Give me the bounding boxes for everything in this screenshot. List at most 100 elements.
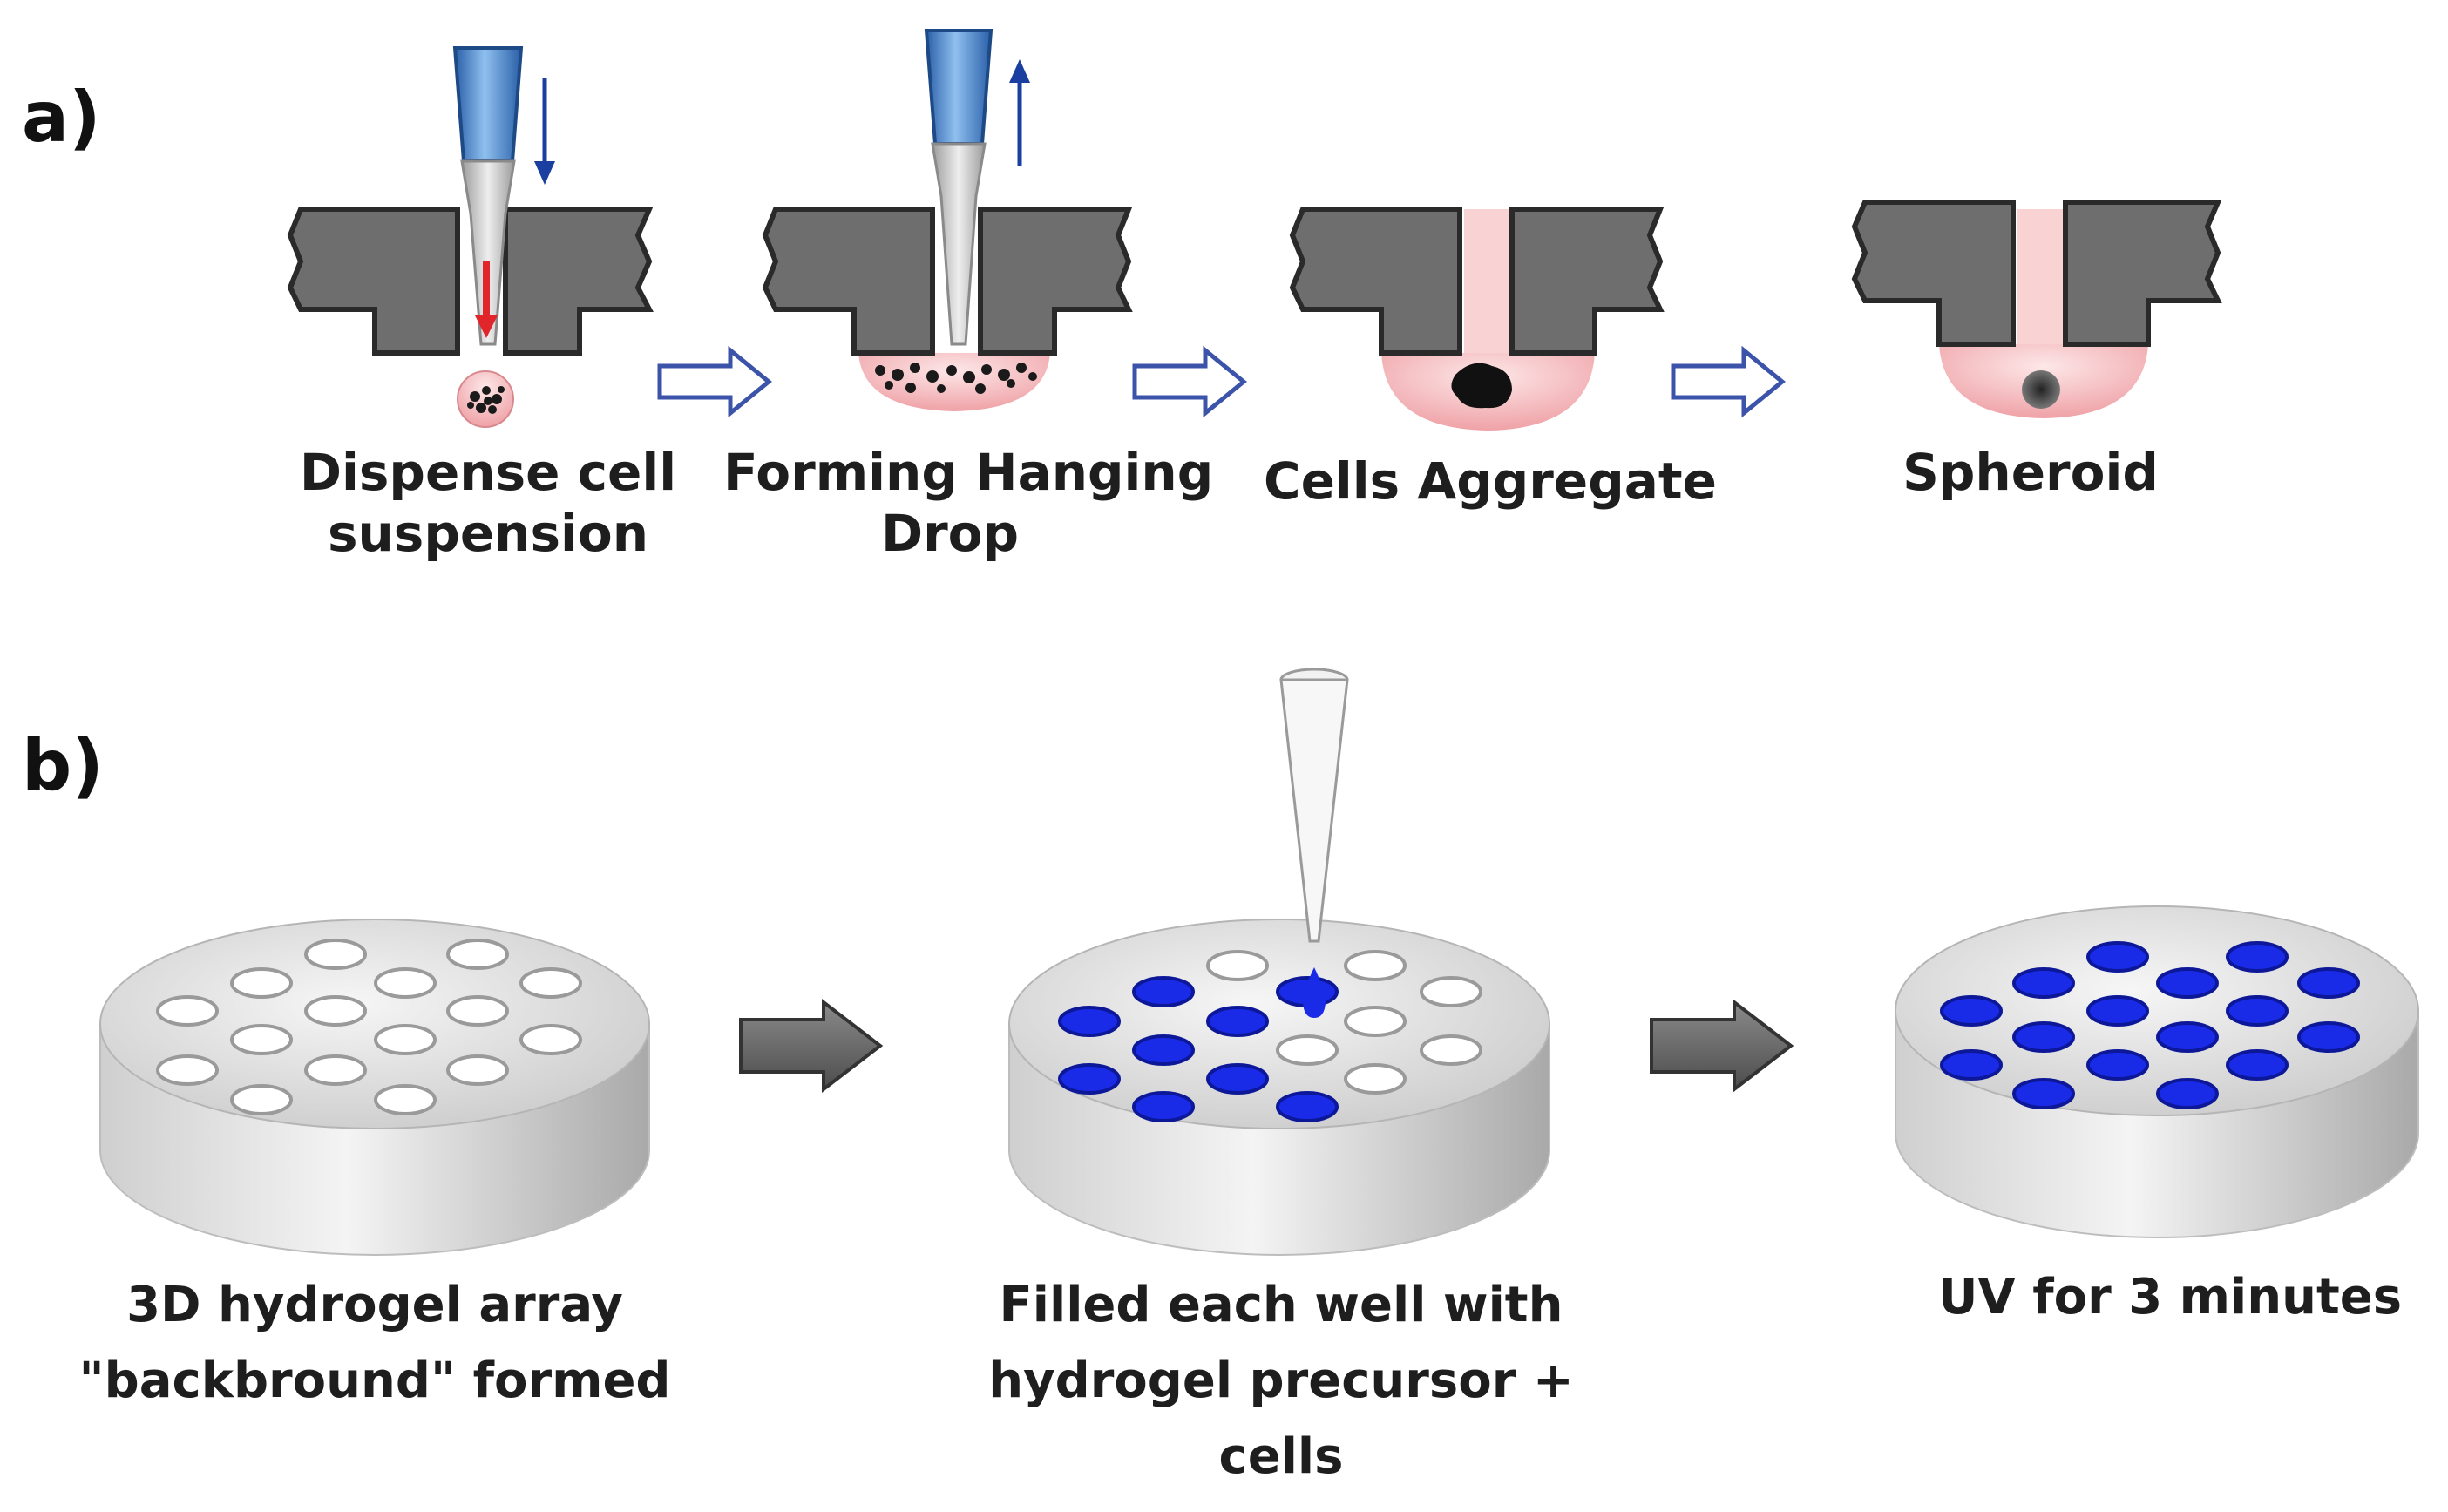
- empty-well: [230, 1084, 293, 1115]
- empty-well: [374, 967, 437, 999]
- empty-well: [1344, 1006, 1407, 1037]
- filled-well: [2226, 941, 2289, 973]
- plate-left-block: [287, 207, 460, 356]
- filled-well: [1940, 995, 2003, 1027]
- empty-well: [304, 939, 367, 970]
- caption-line: "backbround" formed: [78, 1352, 671, 1409]
- step-a2-hanging-drop-graphic: [762, 29, 1133, 411]
- empty-well: [1276, 1034, 1339, 1066]
- filled-well: [2012, 1078, 2075, 1109]
- step-a1-caption: Dispense cell suspension: [288, 443, 688, 564]
- empty-well: [446, 939, 509, 970]
- dispensed-cells: [467, 386, 505, 414]
- filled-well: [1058, 1006, 1121, 1037]
- empty-well: [1420, 1034, 1482, 1066]
- empty-well: [374, 1084, 437, 1115]
- empty-well: [156, 995, 219, 1027]
- filled-well: [1940, 1049, 2003, 1081]
- gray-arrow-icon: [739, 998, 884, 1094]
- caption-line: Drop: [880, 503, 1020, 563]
- empty-well: [1344, 1063, 1407, 1095]
- open-arrow-icon: [657, 345, 772, 418]
- filled-well: [1058, 1063, 1121, 1095]
- plate-left-block: [1289, 207, 1462, 356]
- filled-well: [2086, 995, 2149, 1027]
- plate-left-block: [762, 207, 935, 356]
- pipette-tip: [460, 159, 516, 346]
- panel-b-label: b): [22, 725, 104, 806]
- empty-well: [304, 1054, 367, 1086]
- filled-well: [1132, 976, 1195, 1007]
- spheroid: [2022, 370, 2060, 409]
- step-a4-spheroid-graphic: [1851, 200, 2222, 418]
- caption-line: Dispense cell: [299, 443, 677, 502]
- pipette-barrel: [452, 46, 524, 163]
- empty-well: [446, 1054, 509, 1086]
- step-b3-caption: UV for 3 minutes: [1909, 1268, 2431, 1326]
- open-arrow-icon: [1671, 345, 1786, 418]
- cell-aggregate: [1451, 363, 1512, 409]
- plate-left-block: [1851, 200, 2016, 347]
- caption-line: hydrogel precursor +: [988, 1352, 1574, 1409]
- channel-media: [2017, 209, 2065, 344]
- pipette-tip: [931, 142, 987, 346]
- step-a1-dispense-graphic: [287, 46, 654, 428]
- step-a4-caption: Spheroid: [1848, 443, 2214, 504]
- caption-line: cells: [1218, 1427, 1344, 1485]
- blue-drop-icon: [1303, 967, 1326, 1018]
- empty-well: [1344, 950, 1407, 981]
- empty-well: [230, 967, 293, 999]
- plate-right-block: [503, 207, 654, 356]
- hydrogel-disk-filling: [1008, 668, 1550, 1256]
- step-b2-caption: Filled each well with hydrogel precursor…: [967, 1268, 1595, 1495]
- panel-a-label: a): [22, 77, 101, 158]
- empty-well: [446, 995, 509, 1027]
- step-b1-caption: 3D hydrogel array "backbround" formed: [61, 1268, 688, 1420]
- caption-line: Forming Hanging: [723, 443, 1214, 502]
- filled-well: [2297, 967, 2360, 999]
- step-a3-caption: Cells Aggregate: [1264, 451, 1717, 512]
- scattered-cells: [875, 363, 1037, 394]
- empty-well: [156, 1054, 219, 1086]
- filled-well: [2086, 1049, 2149, 1081]
- filled-well: [2156, 1021, 2219, 1053]
- channel-media: [1464, 209, 1512, 353]
- empty-well: [374, 1024, 437, 1055]
- caption-line: Cells Aggregate: [1264, 451, 1717, 511]
- empty-well: [519, 1024, 582, 1055]
- caption-line: UV for 3 minutes: [1937, 1269, 2403, 1326]
- step-a3-aggregate-graphic: [1289, 207, 1665, 431]
- plate-right-block: [2063, 200, 2222, 347]
- hydrogel-disk-empty: [99, 919, 650, 1256]
- filled-well: [2156, 1078, 2219, 1109]
- filled-well: [1132, 1091, 1195, 1122]
- filled-well: [1206, 1063, 1269, 1095]
- open-arrow-icon: [1132, 345, 1247, 418]
- plate-right-block: [1509, 207, 1665, 356]
- filled-well: [2012, 1021, 2075, 1053]
- filled-well: [2226, 995, 2289, 1027]
- caption-line: Spheroid: [1902, 443, 2159, 502]
- hanging-drop-media: [858, 353, 1050, 411]
- filled-well: [1132, 1034, 1195, 1066]
- pipette-body-icon: [1279, 678, 1349, 943]
- filled-well: [1206, 1006, 1269, 1037]
- empty-well: [230, 1024, 293, 1055]
- caption-line: Filled each well with: [999, 1277, 1563, 1333]
- empty-well: [519, 967, 582, 999]
- empty-well: [304, 995, 367, 1027]
- gray-arrow-icon: [1650, 998, 1794, 1094]
- filled-well: [2297, 1021, 2360, 1053]
- filled-well: [2226, 1049, 2289, 1081]
- caption-line: suspension: [327, 503, 649, 563]
- caption-line: 3D hydrogel array: [126, 1277, 623, 1333]
- pipette-barrel: [924, 29, 993, 146]
- plate-right-block: [978, 207, 1133, 356]
- step-a2-caption: Forming Hanging Drop: [723, 443, 1214, 564]
- empty-well: [1420, 976, 1482, 1007]
- empty-well: [1206, 950, 1269, 981]
- filled-well: [1276, 1091, 1339, 1122]
- filled-well: [2012, 967, 2075, 999]
